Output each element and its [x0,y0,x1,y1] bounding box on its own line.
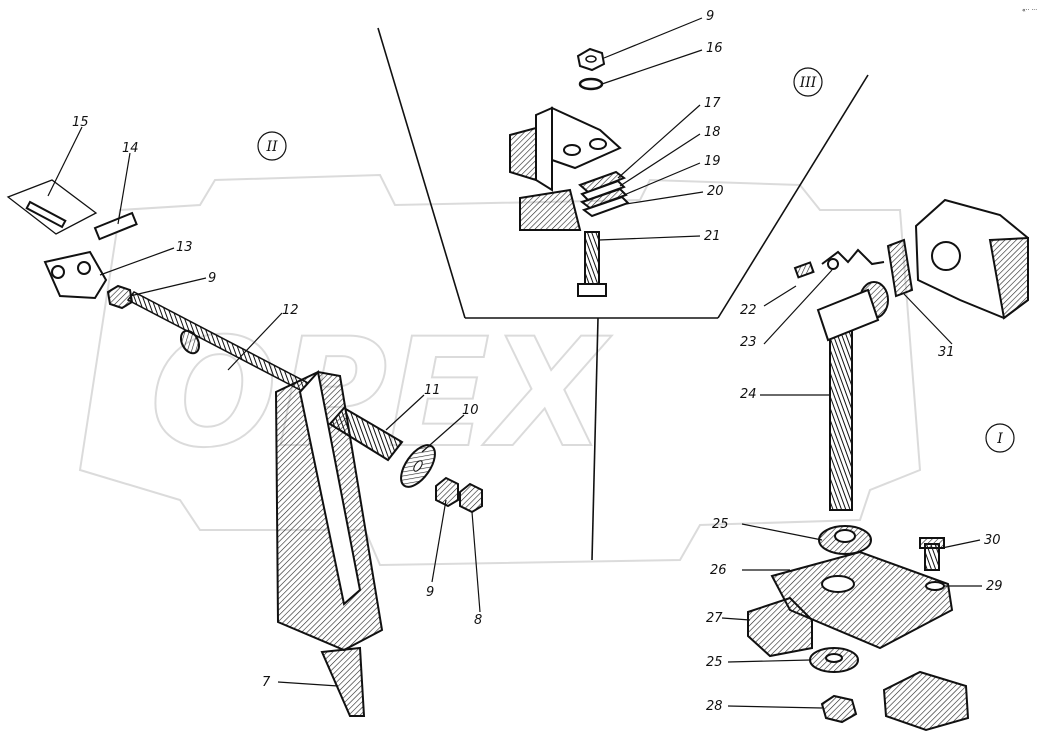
hex-nut [435,476,459,508]
callout-label: 16 [706,41,723,56]
callout-label: 17 [704,96,721,111]
group-ii-parts [6,179,483,717]
callout-label: 9 [208,271,216,286]
callout-label: 25 [712,517,729,532]
callout-label: 27 [706,611,723,626]
rubber-pads [519,170,630,231]
spring [328,406,404,462]
callout-label: 19 [704,154,721,169]
callout-label: 14 [122,141,139,156]
clevis-pin [93,211,138,241]
group-i-label: I [996,431,1003,447]
corner-note: «·· ··· [1022,7,1037,14]
bolt [577,231,607,297]
callout-label: 26 [710,563,727,578]
fork [43,250,108,300]
callout-label: 28 [706,699,723,714]
callout-label: 8 [474,613,482,628]
callout-label: 10 [462,403,479,418]
angle-bracket [509,106,622,192]
callout-label: 20 [707,184,724,199]
rubber-pad [747,596,813,658]
group-label-iii: III [793,67,823,97]
hex-nut [459,482,483,514]
callout-label: 18 [704,125,721,140]
eye-bolt [816,281,889,511]
callout-label: 23 [740,335,757,350]
watermark: OPEX [78,173,922,567]
rubber-pad [882,670,970,732]
callout-label: 21 [704,229,721,244]
group-i-parts [747,198,1029,732]
section-boundary [377,27,869,561]
callout-label: 13 [176,240,193,255]
callout-label: 15 [72,115,89,130]
washer [925,581,945,591]
callout-label: 25 [706,655,723,670]
callout-labels: 9 16 17 18 19 20 21 15 14 13 9 12 11 10 … [72,9,1003,714]
clip [821,248,885,266]
callout-label: 9 [426,585,434,600]
callout-label: 31 [938,345,955,360]
spring-washer [578,77,604,91]
callout-label: 24 [740,387,757,402]
pin-bracket [6,179,98,235]
callout-label: 9 [706,9,714,24]
group-label-i: I [985,423,1015,453]
cotter-pin [25,200,67,229]
washer [827,258,839,270]
group-iii-parts [509,47,630,297]
group-label-ii: II [257,131,287,161]
housing [914,198,1029,320]
group-ii-label: II [265,139,278,155]
callout-label: 29 [986,579,1003,594]
callout-label: 7 [262,675,271,690]
callout-label: 12 [282,303,299,318]
callout-label: 30 [984,533,1001,548]
callout-label: 22 [740,303,757,318]
bolt [793,261,815,279]
group-iii-label: III [799,75,817,91]
callout-label: 11 [424,383,441,398]
hex-nut [106,284,134,310]
plate [886,238,914,298]
leader-lines [47,17,982,709]
hex-nut [820,694,858,724]
pedal-lever [274,369,384,717]
